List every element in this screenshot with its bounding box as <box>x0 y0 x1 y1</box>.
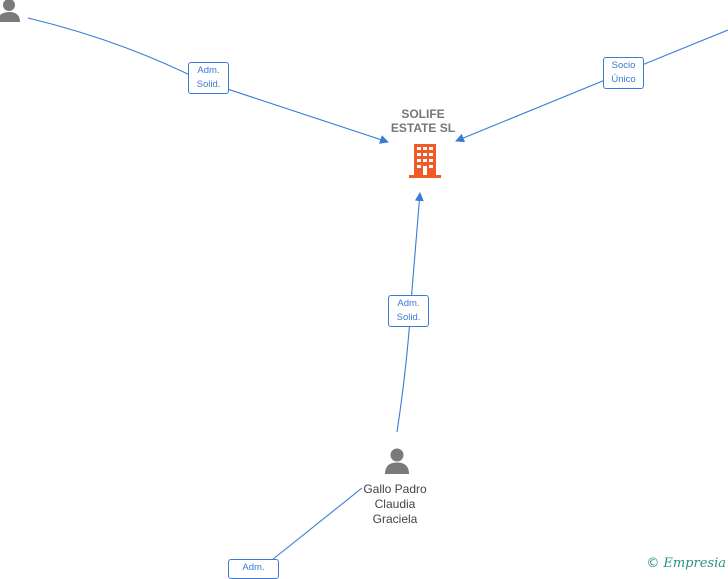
relation-label-line: Adm. <box>197 65 220 76</box>
relation-label-line: Único <box>611 74 636 85</box>
company-name-line: ESTATE SL <box>390 121 456 135</box>
relation-label-line: Adm. <box>397 298 420 309</box>
person-name-line: Graciela <box>372 512 418 526</box>
person-name[interactable]: Gallo Padro Claudia Graciela <box>340 482 450 527</box>
relation-label-adm-solid-center: Adm. Solid. <box>388 295 429 327</box>
person-icon[interactable] <box>383 447 411 475</box>
relation-label-line: Socio <box>611 60 636 71</box>
company-name[interactable]: SOLIFE ESTATE SL <box>373 107 473 135</box>
brand-name: Empresia <box>663 556 726 571</box>
copyright-symbol: © <box>646 556 660 571</box>
person-icon[interactable] <box>0 0 22 24</box>
edge-topright-to-company <box>455 29 728 143</box>
relation-label-adm-bottom: Adm. <box>228 559 279 579</box>
relation-label-line: Adm. <box>242 562 265 573</box>
relation-label-socio-unico: Socio Único <box>603 57 644 89</box>
person-name-line: Claudia <box>374 497 416 511</box>
edge-bottom-to-gallo <box>271 487 363 561</box>
company-name-line: SOLIFE <box>401 107 445 121</box>
building-icon[interactable] <box>408 142 442 178</box>
relation-label-adm-solid-left: Adm. Solid. <box>188 62 229 94</box>
brand-watermark: ©Empresia <box>646 556 726 571</box>
person-name-line: Gallo Padro <box>363 482 427 496</box>
relation-label-line: Solid. <box>396 312 421 323</box>
relation-label-line: Solid. <box>196 79 221 90</box>
